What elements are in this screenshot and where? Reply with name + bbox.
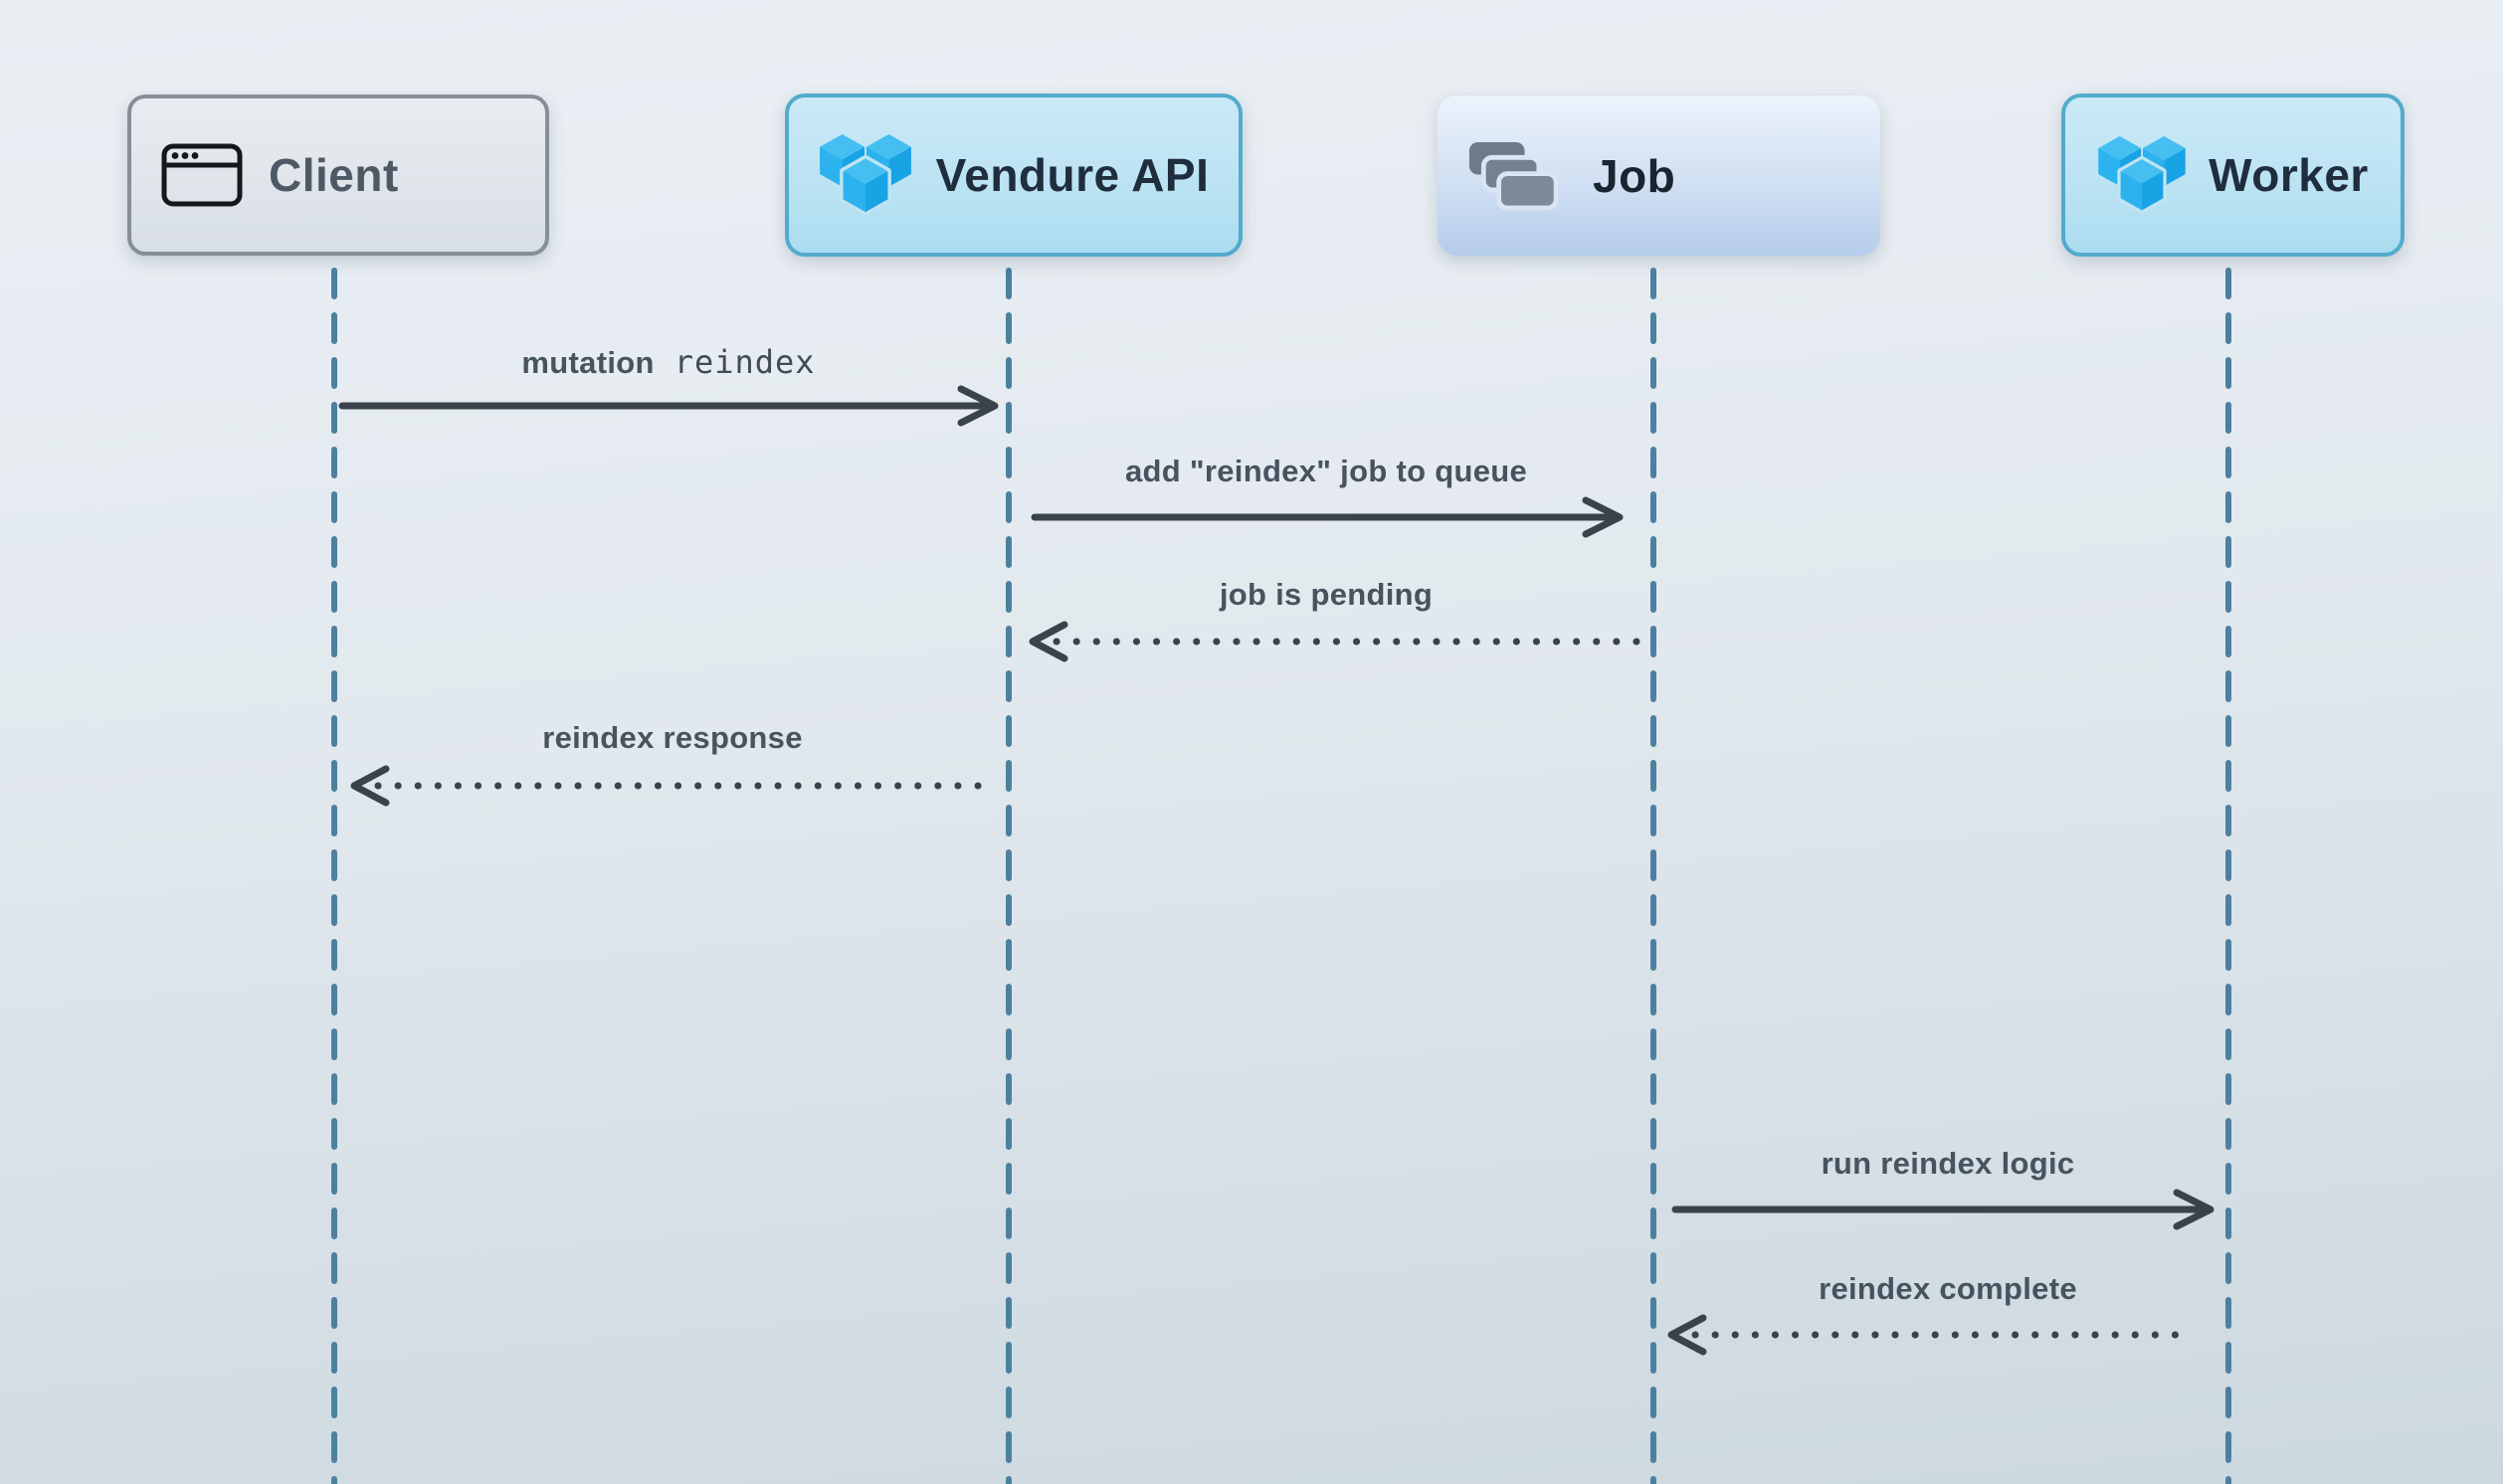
message-text: reindex complete [1819, 1271, 2077, 1306]
actor-vendure-api: Vendure API [785, 93, 1243, 257]
browser-window-icon [161, 143, 243, 207]
lifelines [331, 268, 2231, 1484]
actor-job: Job [1438, 95, 1880, 256]
message-text: job is pending [1219, 577, 1434, 612]
arrowhead-right-icon [2173, 1189, 2214, 1230]
message-text: add "reindex" job to queue [1124, 454, 1528, 488]
arrowhead-left-icon [350, 765, 390, 807]
message-text: mutation [521, 345, 655, 380]
message-label-add-job-to-queue: add "reindex" job to queue [1125, 454, 1527, 489]
actor-label-job: Job [1593, 149, 1676, 202]
arrow-run-reindex-logic [1671, 1189, 2214, 1230]
message-label-reindex-complete: reindex complete [1819, 1271, 2077, 1307]
message-label-mutation-reindex: mutation reindex [521, 343, 815, 381]
actor-worker: Worker [2061, 93, 2405, 257]
message-label-run-reindex-logic: run reindex logic [1822, 1146, 2075, 1182]
vendure-cube-logo-icon [819, 133, 911, 216]
arrowhead-right-icon [957, 385, 999, 427]
stacked-cards-icon [1468, 141, 1559, 211]
message-label-reindex-response: reindex response [542, 720, 803, 756]
actor-label-worker: Worker [2209, 149, 2369, 201]
message-label-job-is-pending: job is pending [1220, 577, 1433, 613]
arrowhead-left-icon [1029, 621, 1068, 662]
arrow-reindex-complete [1667, 1314, 2199, 1356]
arrow-reindex-response [350, 765, 1001, 807]
vendure-cube-logo-icon [2098, 135, 2186, 214]
actor-label-client: Client [269, 149, 399, 201]
message-code-text: reindex [674, 343, 816, 381]
actor-client: Client [127, 94, 549, 256]
arrowhead-right-icon [1582, 496, 1624, 538]
message-text: run reindex logic [1821, 1146, 2075, 1181]
message-text: reindex response [542, 720, 803, 755]
actor-label-vendure-api: Vendure API [935, 149, 1210, 201]
arrow-mutation-reindex [338, 385, 999, 427]
arrowhead-left-icon [1667, 1314, 1707, 1356]
arrow-job-is-pending [1029, 621, 1645, 662]
arrow-add-job-to-queue [1031, 496, 1624, 538]
